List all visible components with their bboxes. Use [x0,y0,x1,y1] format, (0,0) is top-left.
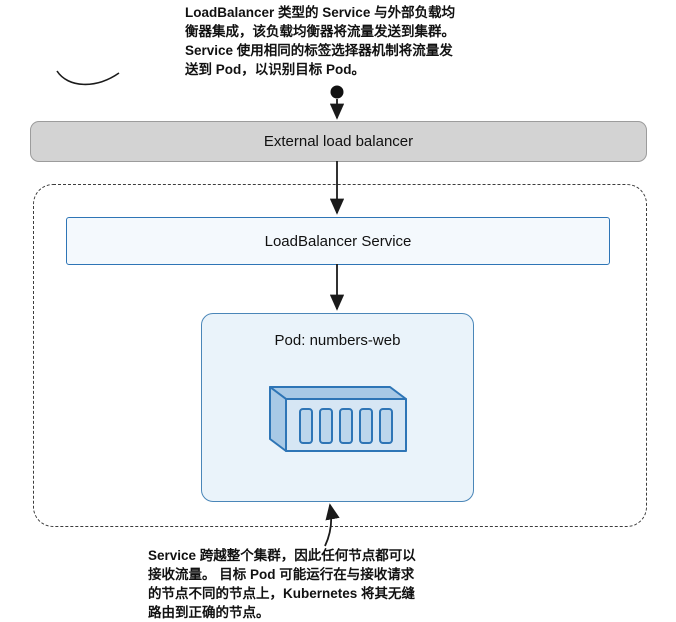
decorative-curve [56,70,120,86]
loadbalancer-service-label: LoadBalancer Service [264,232,412,250]
loadbalancer-service-node: LoadBalancer Service [66,217,610,265]
top-annotation: LoadBalancer 类型的 Service 与外部负载均 衡器集成，该负载… [185,3,455,79]
cluster-boundary [33,184,647,527]
annotation-line: 送到 Pod，以识别目标 Pod。 [185,62,365,77]
external-load-balancer-node: External load balancer [30,121,647,162]
annotation-line: 接收流量。 目标 Pod 可能运行在与接收请求 [148,567,415,582]
annotation-line: 的节点不同的节点上，Kubernetes 将其无缝 [148,586,416,601]
traffic-entry-dot [330,85,344,99]
bottom-annotation: Service 跨越整个集群，因此任何节点都可以 接收流量。 目标 Pod 可能… [148,546,416,622]
annotation-line: 路由到正确的节点。 [148,605,270,620]
container-icon [262,374,412,464]
annotation-line: 衡器集成，该负载均衡器将流量发送到集群。 [185,24,455,39]
annotation-line: Service 使用相同的标签选择器机制将流量发 [185,43,453,58]
pod-label: Pod: numbers-web [274,332,401,349]
annotation-line: LoadBalancer 类型的 Service 与外部负载均 [185,5,456,20]
pod-node: Pod: numbers-web [201,313,474,502]
external-load-balancer-label: External load balancer [263,133,414,150]
annotation-line: Service 跨越整个集群，因此任何节点都可以 [148,548,416,563]
